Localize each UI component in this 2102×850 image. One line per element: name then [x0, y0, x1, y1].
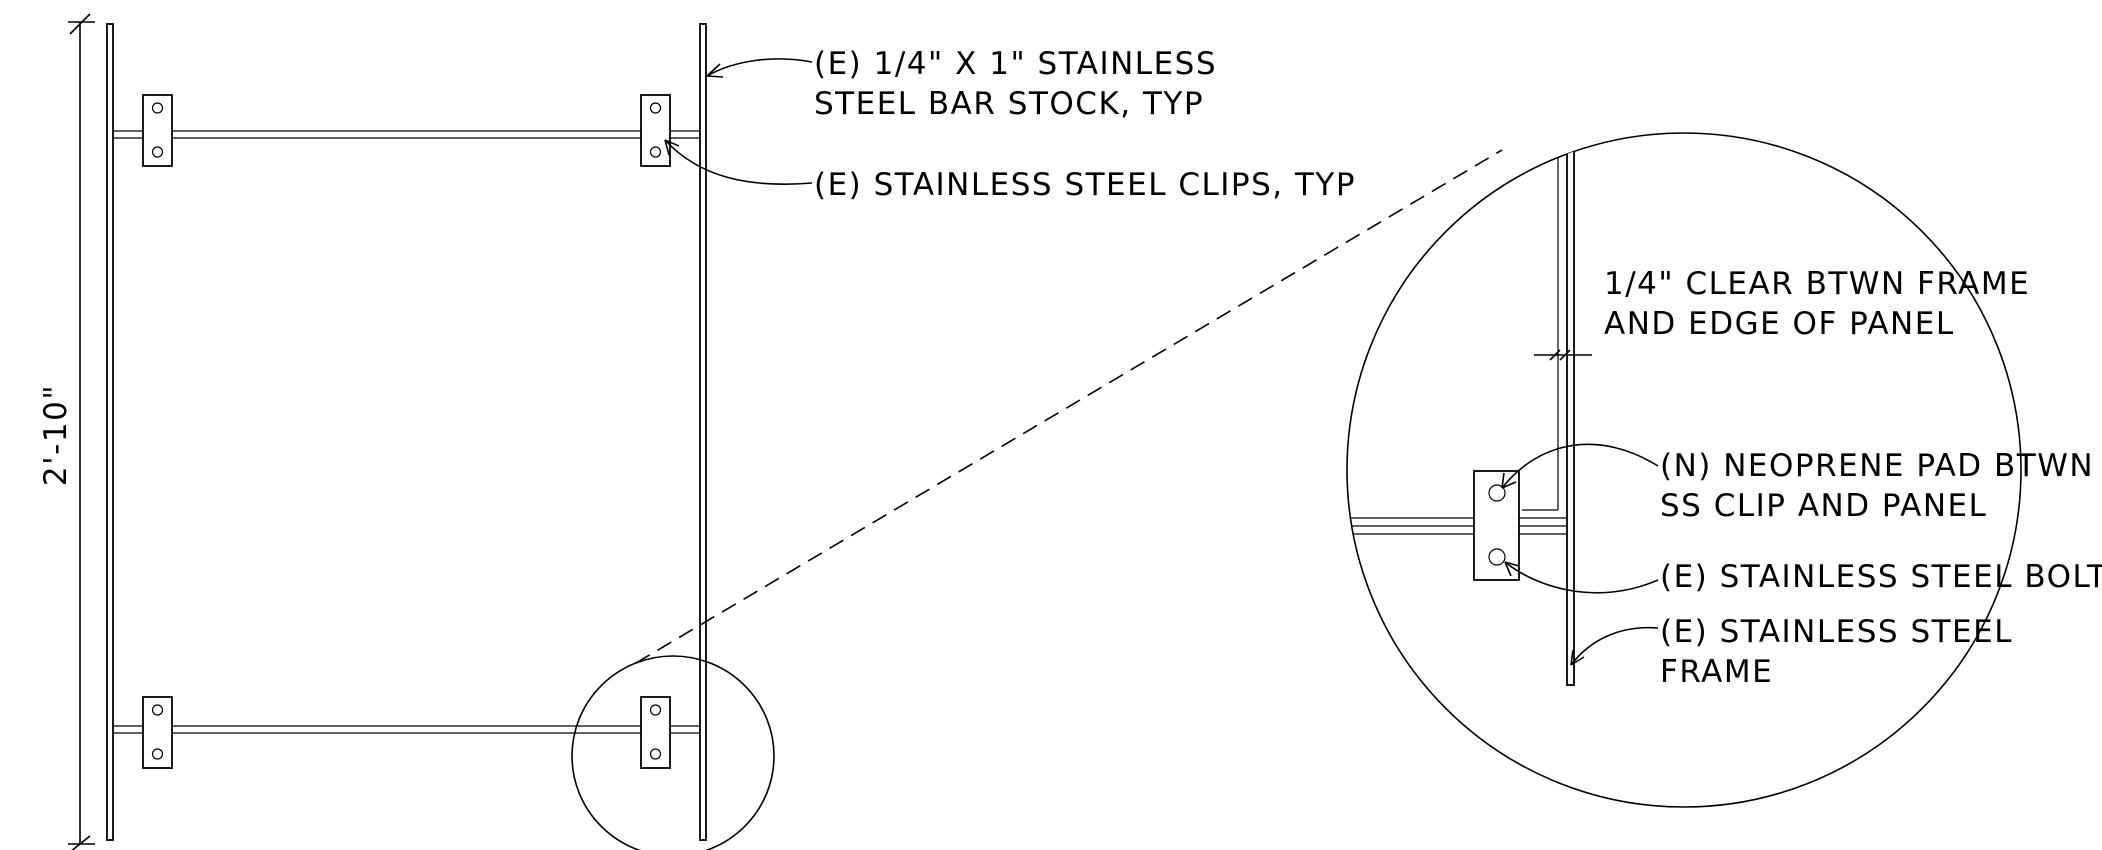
- leader-bar-stock: [706, 58, 813, 78]
- bottom-bar-stock: [113, 725, 700, 734]
- top-bar-stock: [113, 130, 700, 139]
- note-bolt-line-1: (E) STAINLESS STEEL BOLT: [1660, 559, 2102, 595]
- right-frame-rail: [699, 23, 707, 841]
- enlargement-leaders: [635, 149, 1503, 664]
- leader-bolt: [1504, 561, 1659, 594]
- clip-top-right: [640, 94, 671, 167]
- enlarged-clip: [1473, 470, 1520, 581]
- note-clearance-line-1: 1/4" CLEAR BTWN FRAME: [1604, 266, 2030, 302]
- note-neoprene-line-1: (N) NEOPRENE PAD BTWN: [1660, 448, 2094, 484]
- leader-neoprene: [1501, 443, 1659, 489]
- enlarged-frame: [1566, 133, 1575, 686]
- note-clips-line-1: (E) STAINLESS STEEL CLIPS, TYP: [814, 167, 1356, 203]
- enlarged-bolt-upper: [1488, 484, 1506, 502]
- leader-frame: [1570, 626, 1659, 666]
- dimension-label: 2'-10": [38, 384, 74, 486]
- enlarged-bolt-lower: [1488, 548, 1506, 566]
- overall-dimension: 2'-10": [38, 13, 95, 850]
- note-bolt: (E) STAINLESS STEEL BOLT: [1660, 559, 2102, 595]
- enlarged-detail: [1346, 132, 2022, 808]
- clip-top-left: [142, 94, 173, 167]
- note-clearance-line-2: AND EDGE OF PANEL: [1604, 306, 1955, 342]
- note-bar-stock-line-2: STEEL BAR STOCK, TYP: [814, 86, 1204, 122]
- clip-bottom-left: [142, 696, 173, 769]
- enlarged-detail-circle: [1346, 132, 2022, 808]
- note-neoprene-line-2: SS CLIP AND PANEL: [1660, 488, 1987, 524]
- note-clearance: 1/4" CLEAR BTWN FRAME AND EDGE OF PANEL: [1604, 266, 2030, 342]
- note-bar-stock-line-1: (E) 1/4" X 1" STAINLESS: [814, 46, 1217, 82]
- note-frame: (E) STAINLESS STEEL FRAME: [1660, 614, 2013, 690]
- note-neoprene: (N) NEOPRENE PAD BTWN SS CLIP AND PANEL: [1660, 448, 2094, 524]
- clearance-dimension: [1534, 349, 1592, 361]
- left-frame-rail: [106, 23, 114, 841]
- note-bar-stock: (E) 1/4" X 1" STAINLESS STEEL BAR STOCK,…: [814, 46, 1217, 122]
- detail-callout-circle: [571, 655, 775, 850]
- clip-bottom-right: [640, 696, 671, 769]
- note-frame-line-1: (E) STAINLESS STEEL: [1660, 614, 2013, 650]
- note-clips: (E) STAINLESS STEEL CLIPS, TYP: [814, 167, 1356, 203]
- note-frame-line-2: FRAME: [1660, 654, 1773, 690]
- leader-clips: [664, 139, 813, 185]
